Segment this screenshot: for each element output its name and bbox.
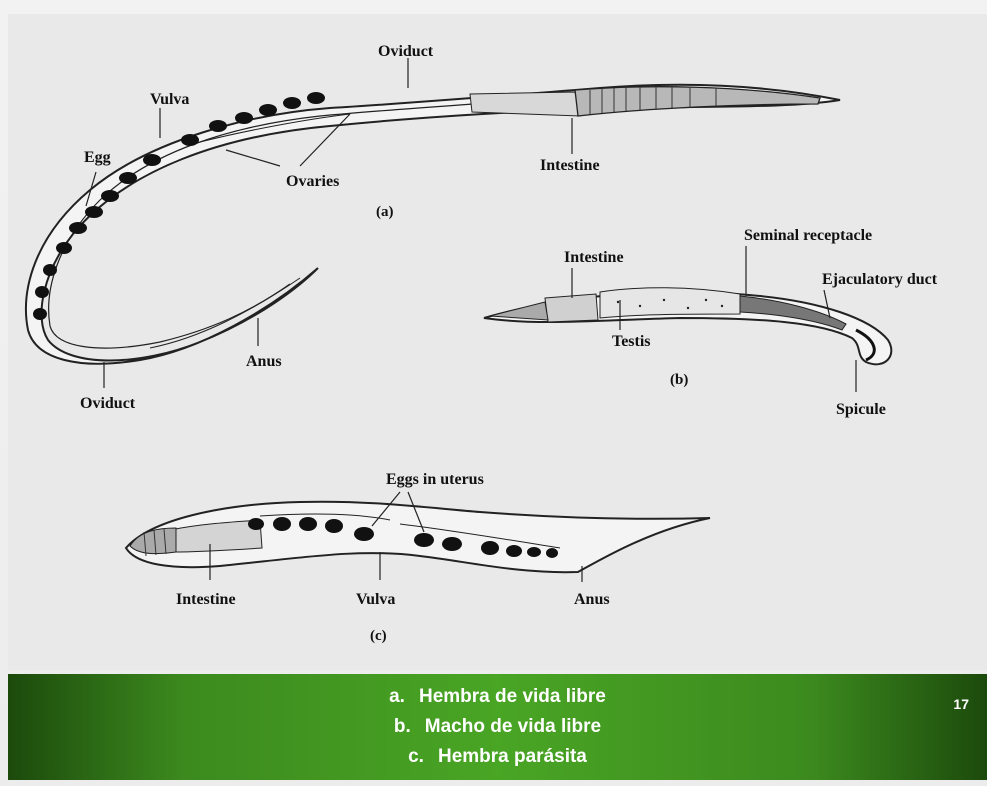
footer-item-text: Hembra de vida libre bbox=[419, 686, 606, 707]
worm-b-intestine bbox=[545, 294, 598, 322]
caption-a: (a) bbox=[376, 204, 394, 220]
footer-list: a. Hembra de vida libre b. Macho de vida l… bbox=[8, 674, 987, 780]
egg bbox=[546, 548, 558, 558]
footer-item-marker: a. bbox=[389, 682, 405, 712]
egg bbox=[101, 190, 119, 202]
label-b-seminal-receptacle: Seminal receptacle bbox=[744, 227, 872, 244]
label-b-spicule: Spicule bbox=[836, 401, 886, 418]
egg bbox=[119, 172, 137, 184]
label-c-vulva: Vulva bbox=[356, 591, 395, 608]
caption-c: (c) bbox=[370, 628, 387, 644]
worm-b-testis bbox=[600, 288, 740, 318]
egg bbox=[56, 242, 72, 254]
egg bbox=[33, 308, 47, 320]
egg bbox=[325, 519, 343, 533]
worm-c-pharynx bbox=[130, 528, 176, 554]
egg bbox=[527, 547, 541, 557]
page-number: 17 bbox=[953, 696, 969, 712]
label-a-egg: Egg bbox=[84, 149, 111, 166]
egg bbox=[481, 541, 499, 555]
worm-a bbox=[26, 85, 840, 364]
worm-a-inner-tube bbox=[49, 96, 580, 348]
label-c-anus: Anus bbox=[574, 591, 610, 608]
egg bbox=[248, 518, 264, 530]
label-a-oviduct-bottom: Oviduct bbox=[80, 395, 136, 412]
label-c-intestine: Intestine bbox=[176, 591, 236, 608]
worm-a-tail bbox=[150, 278, 300, 348]
egg bbox=[143, 154, 161, 166]
label-a-ovaries: Ovaries bbox=[286, 173, 339, 190]
egg bbox=[442, 537, 462, 551]
caption-b: (b) bbox=[670, 372, 688, 388]
label-b-testis: Testis bbox=[612, 333, 651, 350]
footer-banner: a. Hembra de vida libre b. Macho de vida l… bbox=[8, 674, 987, 780]
egg bbox=[35, 286, 49, 298]
egg bbox=[259, 104, 277, 116]
egg bbox=[209, 120, 227, 132]
footer-item-marker: b. bbox=[394, 712, 411, 742]
egg bbox=[273, 517, 291, 531]
worm-b bbox=[484, 288, 891, 365]
footer-item-marker: c. bbox=[408, 742, 424, 772]
egg bbox=[299, 517, 317, 531]
label-a-intestine: Intestine bbox=[540, 157, 600, 174]
egg bbox=[69, 222, 87, 234]
egg bbox=[85, 206, 103, 218]
footer-item-text: Macho de vida libre bbox=[425, 716, 601, 737]
nematode-diagram: Oviduct Vulva Egg Ovaries Intestine (a) … bbox=[0, 0, 987, 672]
label-c-eggs-in-uterus: Eggs in uterus bbox=[386, 471, 484, 488]
egg bbox=[283, 97, 301, 109]
egg bbox=[307, 92, 325, 104]
worm-a-body bbox=[26, 85, 840, 364]
label-a-oviduct-top: Oviduct bbox=[378, 43, 434, 60]
footer-item-a: a. Hembra de vida libre bbox=[389, 682, 606, 712]
egg bbox=[354, 527, 374, 541]
egg bbox=[43, 264, 57, 276]
footer-item-c: c. Hembra parásita bbox=[408, 742, 587, 772]
egg bbox=[235, 112, 253, 124]
egg bbox=[414, 533, 434, 547]
label-a-anus: Anus bbox=[246, 353, 282, 370]
label-b-ejaculatory-duct: Ejaculatory duct bbox=[822, 271, 938, 288]
footer-item-b: b. Macho de vida libre bbox=[394, 712, 601, 742]
footer-item-text: Hembra parásita bbox=[438, 746, 587, 767]
egg bbox=[506, 545, 522, 557]
worm-a-intestine bbox=[470, 92, 580, 116]
label-a-vulva: Vulva bbox=[150, 91, 189, 108]
label-b-intestine: Intestine bbox=[564, 249, 624, 266]
egg bbox=[181, 134, 199, 146]
